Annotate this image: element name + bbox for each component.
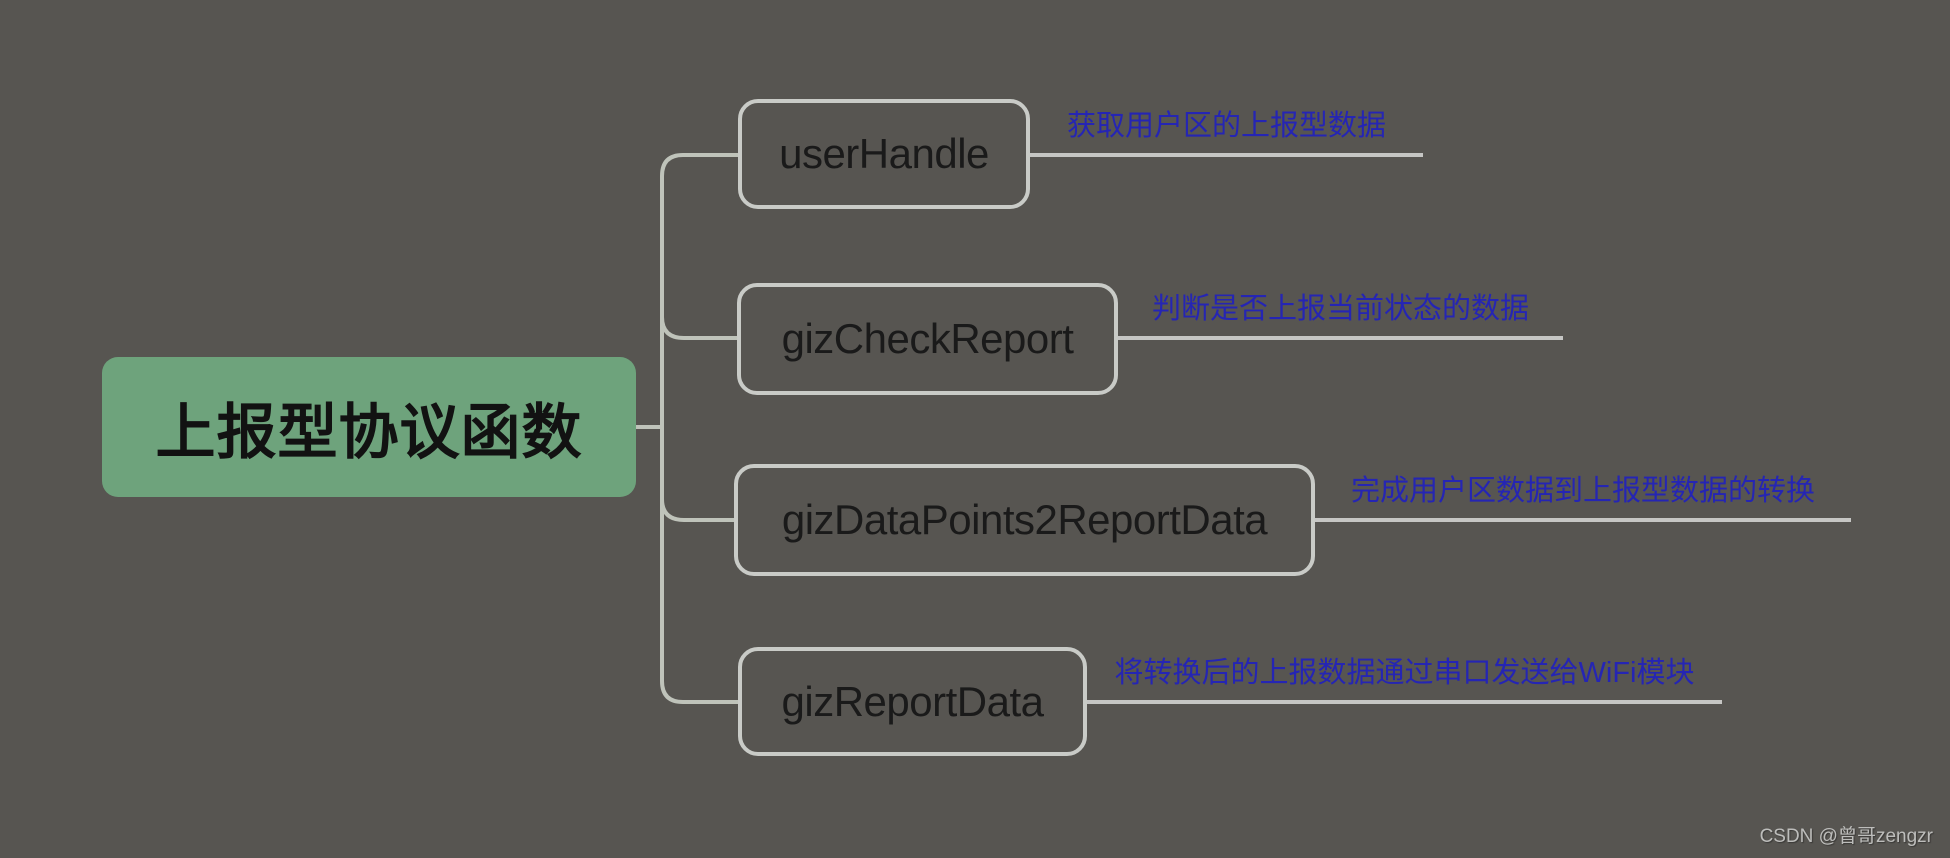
branch-connector-3 <box>660 498 734 522</box>
topic-userhandle-label: userHandle <box>779 130 989 177</box>
note-gizcheckreport: 判断是否上报当前状态的数据 <box>1151 293 1529 325</box>
topic-gizdatapoints2reportdata: gizDataPoints2ReportData <box>734 464 1315 576</box>
note-gizdatapoints2reportdata: 完成用户区数据到上报型数据的转换 <box>1350 475 1815 507</box>
root-node: 上报型协议函数 <box>102 357 636 497</box>
topic-gizreportdata-label: gizReportData <box>781 677 1044 725</box>
note-gizreportdata: 将转换后的上报数据通过串口发送给WiFi模块 <box>1114 657 1695 689</box>
topic-userhandle: userHandle <box>738 99 1030 209</box>
topic-gizdatapoints2reportdata-label: gizDataPoints2ReportData <box>781 496 1268 543</box>
spine-connector <box>660 153 738 704</box>
topic-gizcheckreport-label: gizCheckReport <box>781 315 1074 362</box>
note-userhandle: 获取用户区的上报型数据 <box>1066 110 1386 142</box>
branch-connector-2 <box>660 316 737 340</box>
topic-gizcheckreport: gizCheckReport <box>737 283 1118 395</box>
watermark: CSDN @曾哥zengzr <box>1759 826 1933 847</box>
root-node-label: 上报型协议函数 <box>155 398 583 466</box>
topic-gizreportdata: gizReportData <box>738 647 1087 756</box>
